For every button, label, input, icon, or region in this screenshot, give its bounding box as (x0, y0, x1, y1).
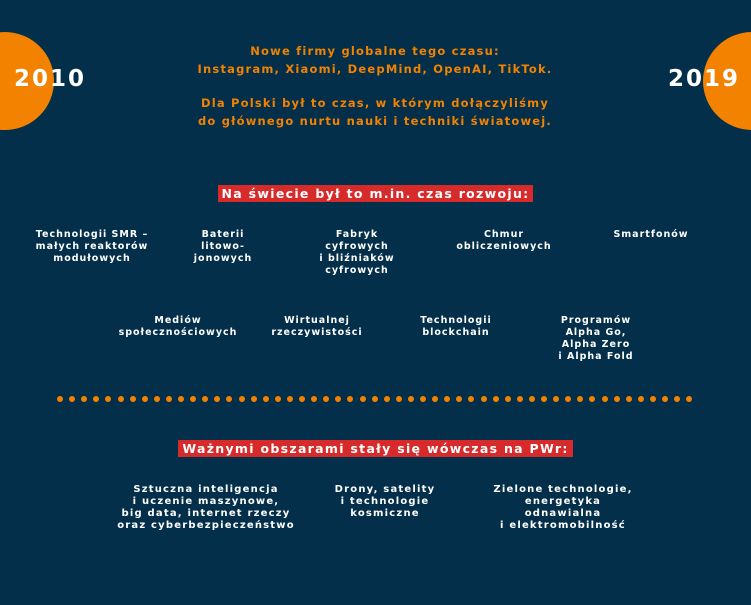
world-item: Technologii SMR – małych reaktorów moduł… (35, 229, 149, 264)
divider-dot (335, 396, 342, 402)
divider-dot (565, 396, 572, 402)
intro-line: Instagram, Xiaomi, DeepMind, OpenAI, Tik… (197, 62, 553, 76)
divider-dot (444, 396, 451, 402)
divider-dot (226, 396, 233, 402)
divider-dot (250, 396, 257, 402)
divider-dot (69, 396, 76, 402)
divider-dot (153, 396, 160, 402)
world-heading: Na świecie był to m.in. czas rozwoju: (0, 183, 751, 202)
world-item: Programów Alpha Go, Alpha Zero i Alpha F… (558, 315, 634, 362)
world-item: Technologii blockchain (420, 315, 492, 338)
divider-dot (407, 396, 414, 402)
world-item: Smartfonów (613, 229, 689, 240)
divider-dot (456, 396, 463, 402)
start-year: 2010 (14, 66, 87, 92)
pwr-area: Sztuczna inteligencja i uczenie maszynow… (117, 484, 295, 531)
world-item: Fabryk cyfrowych i bliźniaków cyfrowych (319, 229, 395, 276)
pwr-heading: Ważnymi obszarami stały się wówczas na P… (0, 438, 751, 457)
divider-dot (601, 396, 608, 402)
divider-dot (323, 396, 330, 402)
divider-dot (504, 396, 511, 402)
divider-dot (262, 396, 269, 402)
divider-dot (395, 396, 402, 402)
divider-dot (105, 396, 112, 402)
divider-dot (214, 396, 221, 402)
divider-dot (516, 396, 523, 402)
divider-dot (299, 396, 305, 402)
divider-dot (492, 396, 499, 402)
divider-dot (81, 396, 88, 402)
divider-dot (383, 396, 390, 402)
divider-dot (347, 396, 354, 402)
divider-dot (371, 396, 378, 402)
intro-companies: Nowe firmy globalne tego czasu: Instagra… (150, 42, 600, 78)
world-item: Baterii litowo- jonowych (193, 229, 253, 264)
divider-dot (432, 396, 439, 402)
divider-dot (577, 396, 584, 402)
divider-dot (359, 396, 366, 402)
world-heading-text: Na świecie był to m.in. czas rozwoju: (217, 185, 534, 202)
divider-dot (93, 396, 100, 402)
divider-dot (286, 396, 293, 402)
divider-dot (686, 396, 693, 402)
divider-dot (662, 396, 668, 402)
intro-poland: Dla Polski był to czas, w którym dołączy… (150, 94, 600, 130)
divider-dot (637, 396, 644, 402)
world-item: Wirtualnej rzeczywistości (271, 315, 363, 338)
divider-dot (165, 396, 172, 402)
world-item: Chmur obliczeniowych (456, 229, 552, 252)
divider-dot (57, 396, 63, 402)
divider-dot (468, 396, 475, 402)
divider-dot (129, 396, 136, 402)
divider-dot (420, 396, 426, 402)
world-item: Mediów społecznościowych (118, 315, 238, 338)
divider-dot (589, 396, 596, 402)
divider-dot (141, 396, 148, 402)
divider-dot (480, 396, 487, 402)
pwr-area: Zielone technologie, energetyka odnawial… (493, 484, 633, 531)
divider-dot (238, 396, 245, 402)
divider-dot (553, 396, 560, 402)
divider-dot (117, 396, 124, 402)
divider-dot (311, 396, 318, 402)
divider-dot (674, 396, 681, 402)
intro-line: Dla Polski był to czas, w którym dołączy… (200, 96, 550, 110)
pwr-area: Drony, satelity i technologie kosmiczne (334, 484, 436, 519)
intro-line: Nowe firmy globalne tego czasu: (250, 44, 500, 58)
divider-dot (625, 396, 632, 402)
divider-dot (190, 396, 197, 402)
divider-dot (541, 396, 547, 402)
end-year: 2019 (668, 66, 741, 92)
pwr-heading-text: Ważnymi obszarami stały się wówczas na P… (178, 440, 573, 457)
divider-dot (178, 396, 184, 402)
divider-dot (274, 396, 281, 402)
divider-dot (202, 396, 209, 402)
divider-dot (613, 396, 620, 402)
intro-line: do głównego nurtu nauki i techniki świat… (197, 114, 553, 128)
divider-dot (649, 396, 656, 402)
divider-dot (528, 396, 535, 402)
